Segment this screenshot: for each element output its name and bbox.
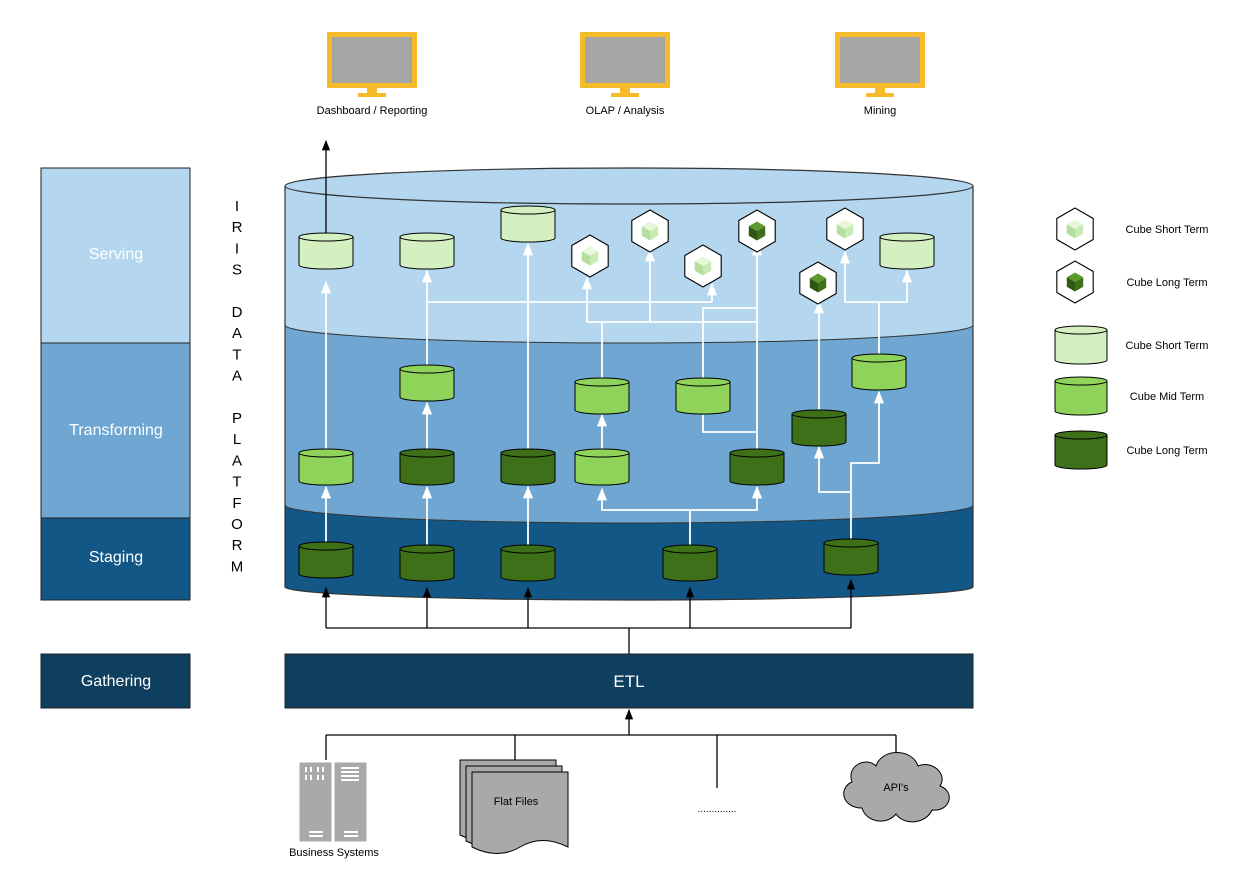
legend-item: Cube Long Term <box>1054 430 1208 470</box>
serving-cube-long-term <box>738 209 776 253</box>
legend-cube-icon <box>1056 207 1094 251</box>
transforming-layer-box <box>40 342 191 519</box>
staging-store-long-term <box>399 544 455 582</box>
platform-letter: L <box>233 431 241 448</box>
transform-store-mid-term <box>574 448 630 486</box>
etl-label: ETL <box>613 672 644 691</box>
platform-letter: A <box>232 325 242 342</box>
flat-files-label: Flat Files <box>494 796 539 808</box>
serving-cube-long-term <box>799 261 837 305</box>
output-monitor-icon: OLAP / Analysis <box>580 32 670 117</box>
transforming-band <box>285 325 973 523</box>
staging-store-long-term <box>298 541 354 579</box>
legend-item: Cube Short Term <box>1054 325 1209 365</box>
business-systems-source: Business Systems <box>289 761 379 859</box>
legend-label: Cube Long Term <box>1126 445 1207 457</box>
platform-letter: I <box>235 240 239 257</box>
platform-letter: R <box>232 219 243 236</box>
output-label: Dashboard / Reporting <box>317 105 428 117</box>
etl-to-staging-arrows <box>321 578 856 654</box>
legend-item: Cube Mid Term <box>1054 376 1204 416</box>
serving-store-short-term <box>879 232 935 270</box>
serving-store-short-term <box>500 205 556 243</box>
server-icon <box>298 761 368 843</box>
apis-source: API's <box>843 752 950 823</box>
serving-store-short-term <box>399 232 455 270</box>
legend-label: Cube Short Term <box>1126 224 1209 236</box>
platform-letter: O <box>231 516 243 533</box>
data-stores <box>298 205 935 582</box>
platform-letter: F <box>232 495 241 512</box>
transform-store-mid-term <box>675 377 731 415</box>
platform-letter: I <box>235 198 239 215</box>
transform-store-long-term <box>729 448 785 486</box>
legend-cylinder-icon <box>1054 325 1108 365</box>
serving-cube-short-term <box>571 234 609 278</box>
business-systems-label: Business Systems <box>289 847 379 859</box>
transform-store-long-term <box>399 448 455 486</box>
transform-store-long-term <box>500 448 556 486</box>
platform-top-ellipse <box>284 167 974 205</box>
transform-store-long-term <box>791 409 847 447</box>
layer-column: Serving Transforming Staging Gathering <box>40 167 191 709</box>
transform-store-mid-term <box>851 353 907 391</box>
legend-cylinder-icon <box>1054 376 1108 416</box>
platform-letter: D <box>232 304 243 321</box>
legend-label: Cube Long Term <box>1126 277 1207 289</box>
documents-icon <box>459 759 569 854</box>
internal-flows <box>320 242 913 548</box>
output-label: Mining <box>864 105 896 117</box>
transform-store-mid-term <box>399 364 455 402</box>
transform-store-mid-term <box>298 448 354 486</box>
cloud-icon <box>843 752 950 823</box>
output-monitor-icon: Dashboard / Reporting <box>317 32 428 117</box>
staging-store-long-term <box>500 544 556 582</box>
etl-bar <box>284 653 974 709</box>
output-monitor-icon: Mining <box>835 32 925 117</box>
gathering-layer-box <box>40 653 191 709</box>
apis-label: API's <box>883 782 909 794</box>
serving-cube-short-term <box>631 209 669 253</box>
output-label: OLAP / Analysis <box>586 105 665 117</box>
platform-letter: R <box>232 537 243 554</box>
legend-label: Cube Short Term <box>1126 340 1209 352</box>
staging-band <box>285 505 973 600</box>
transform-store-mid-term <box>574 377 630 415</box>
platform-letter: T <box>232 474 241 491</box>
serving-label: Serving <box>89 246 143 263</box>
serving-band <box>285 186 973 343</box>
platform-letter: A <box>232 368 242 385</box>
gathering-label: Gathering <box>81 673 151 690</box>
serving-store-short-term <box>298 232 354 270</box>
platform-letter: S <box>232 262 242 279</box>
platform-letter: M <box>231 558 244 575</box>
transforming-label: Transforming <box>69 422 163 439</box>
serving-cube-short-term <box>684 244 722 288</box>
more-sources-dots: .............. <box>698 804 737 815</box>
platform-cylinder <box>284 167 974 601</box>
platform-letter: P <box>232 410 242 427</box>
legend-item: Cube Short Term <box>1056 207 1209 251</box>
flat-files-source: Flat Files <box>459 759 569 854</box>
legend-cylinder-icon <box>1054 430 1108 470</box>
sources-to-etl-arrows <box>325 708 897 788</box>
staging-label: Staging <box>89 549 143 566</box>
output-monitors: Dashboard / Reporting OLAP / Analysis Mini… <box>317 32 925 117</box>
legend-label: Cube Mid Term <box>1130 391 1204 403</box>
serving-layer-box <box>40 167 191 344</box>
legend-item: Cube Long Term <box>1056 260 1208 304</box>
serving-cube-short-term <box>826 207 864 251</box>
platform-letter: T <box>232 346 241 363</box>
staging-store-long-term <box>662 544 718 582</box>
staging-store-long-term <box>823 538 879 576</box>
platform-letter: A <box>232 452 242 469</box>
staging-layer-box <box>40 517 191 601</box>
legend-cube-icon <box>1056 260 1094 304</box>
